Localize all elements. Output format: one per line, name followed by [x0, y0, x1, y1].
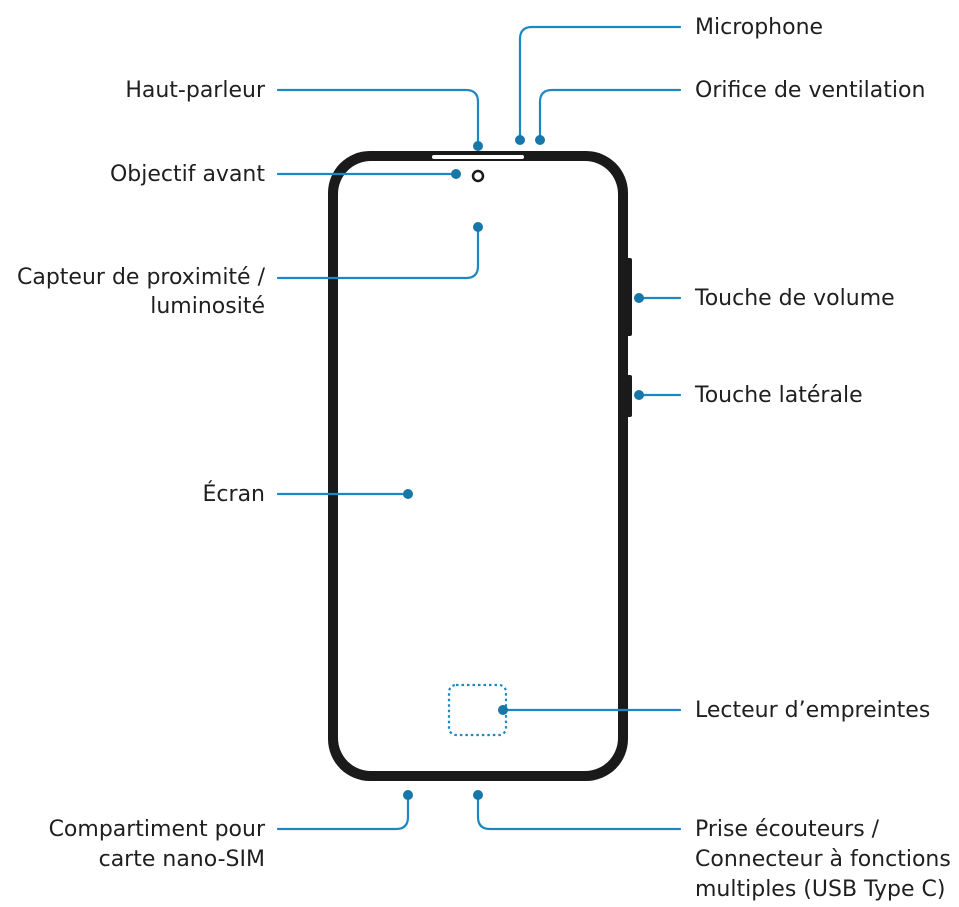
callout-sim-tray: Compartiment pour carte nano-SIM — [49, 790, 413, 872]
label-usb-line3: multiples (USB Type C) — [695, 877, 946, 902]
label-screen: Écran — [203, 481, 265, 507]
label-side-key: Touche latérale — [694, 383, 863, 408]
label-usb-line2: Connecteur à fonctions — [695, 847, 951, 872]
label-front-lens: Objectif avant — [110, 162, 265, 187]
callout-front-lens: Objectif avant — [110, 162, 461, 187]
callout-volume-key: Touche de volume — [634, 286, 895, 311]
front-camera — [471, 169, 485, 183]
label-sensor-line1: Capteur de proximité / — [17, 265, 266, 290]
label-vent: Orifice de ventilation — [695, 78, 925, 103]
callout-side-key: Touche latérale — [634, 383, 863, 408]
earpiece-slot — [432, 155, 524, 159]
side-key — [626, 375, 632, 417]
label-microphone: Microphone — [695, 15, 823, 40]
callout-screen: Écran — [203, 481, 413, 507]
phone-body — [328, 151, 632, 781]
label-volume-key: Touche de volume — [694, 286, 895, 311]
phone-screen — [338, 161, 618, 771]
callout-speaker: Haut-parleur — [125, 78, 483, 151]
label-fingerprint: Lecteur d’empreintes — [695, 698, 930, 723]
callout-microphone: Microphone — [515, 15, 823, 145]
volume-key — [626, 258, 632, 336]
label-usb-line1: Prise écouteurs / — [695, 817, 880, 842]
label-speaker: Haut-parleur — [125, 78, 266, 103]
callout-usb-port: Prise écouteurs / Connecteur à fonctions… — [473, 790, 951, 902]
label-sensor-line2: luminosité — [150, 294, 265, 319]
callout-sensor: Capteur de proximité / luminosité — [17, 222, 483, 319]
callout-fingerprint: Lecteur d’empreintes — [498, 698, 930, 723]
label-sim-line1: Compartiment pour — [49, 817, 266, 842]
callout-vent: Orifice de ventilation — [535, 78, 925, 145]
label-sim-line2: carte nano-SIM — [99, 847, 265, 872]
